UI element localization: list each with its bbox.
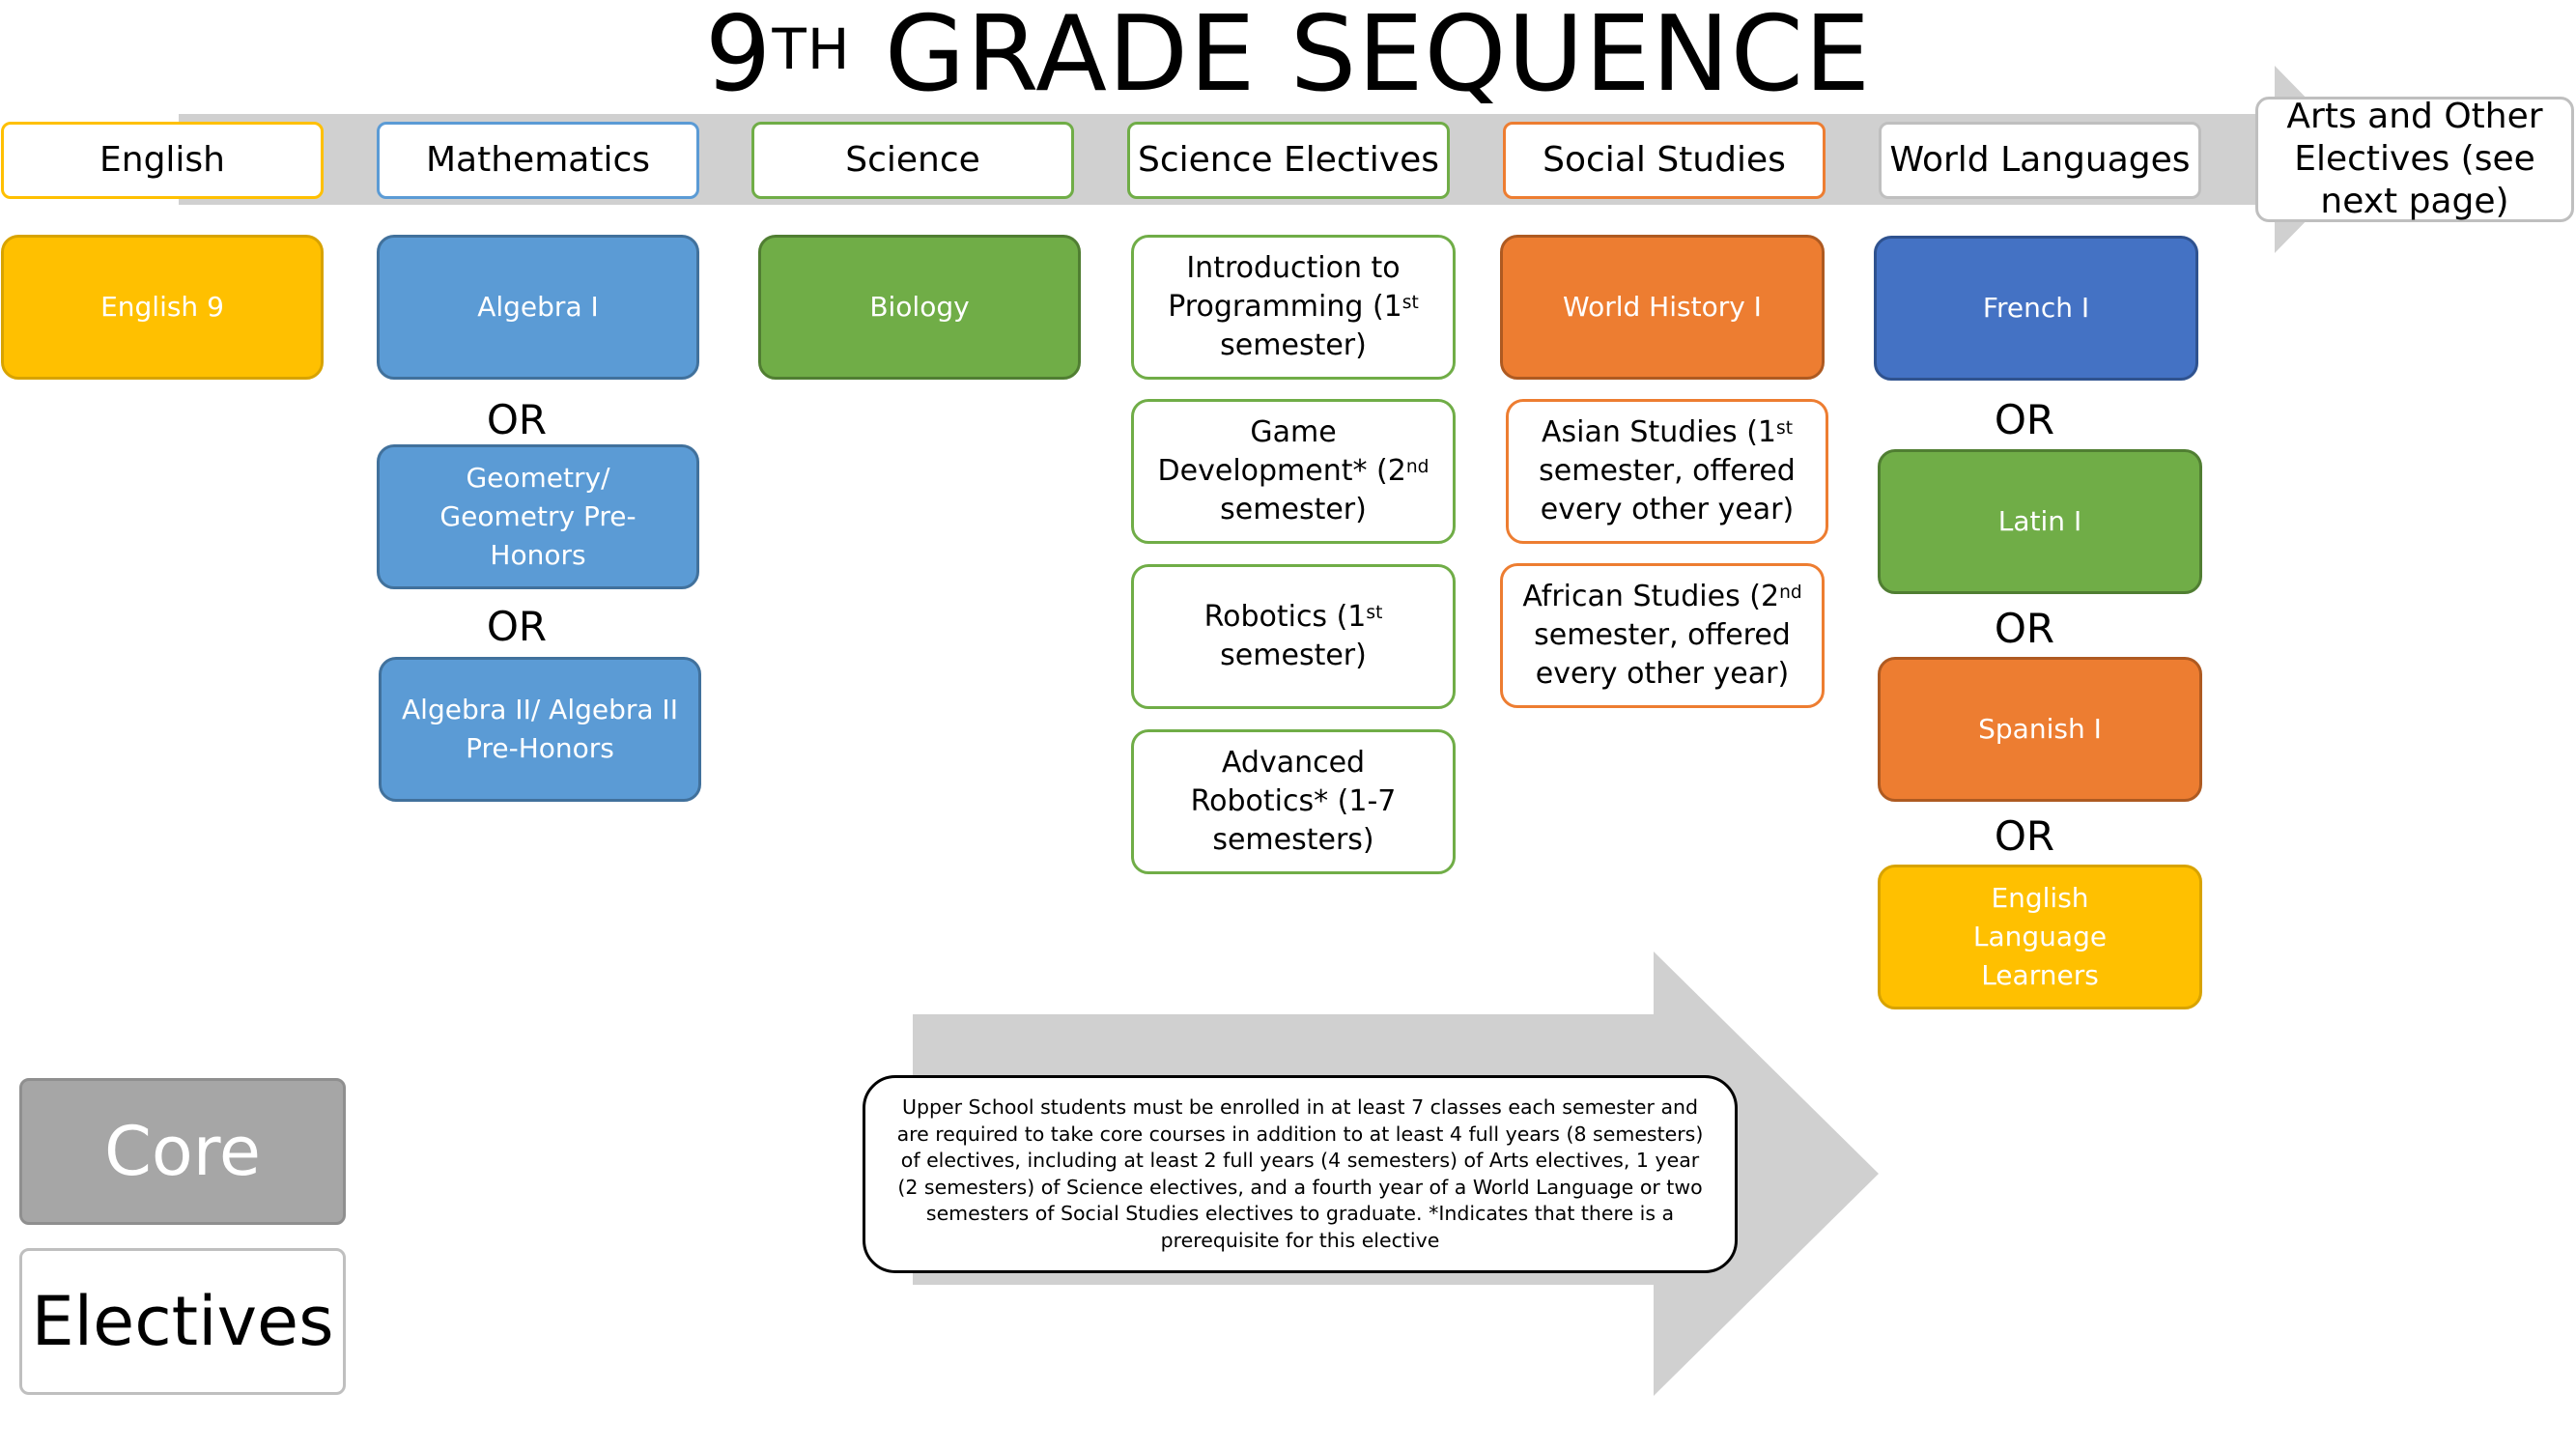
or-label: OR (486, 603, 548, 650)
legend-electives: Electives (19, 1248, 346, 1395)
course-spanish-1: Spanish I (1878, 657, 2202, 802)
legend-core: Core (19, 1078, 346, 1225)
course-algebra-2: Algebra II/ Algebra II Pre-Honors (379, 657, 701, 802)
course-advanced-robotics: Advanced Robotics* (1-7 semesters) (1131, 729, 1456, 874)
or-label: OR (486, 396, 548, 443)
course-latin-1: Latin I (1878, 449, 2202, 594)
header-social-studies: Social Studies (1503, 122, 1826, 199)
course-intro-programming: Introduction to Programming (1st semeste… (1131, 235, 1456, 380)
header-science: Science (751, 122, 1074, 199)
header-science-electives: Science Electives (1127, 122, 1450, 199)
header-english: English (1, 122, 324, 199)
course-english-9: English 9 (1, 235, 324, 380)
header-mathematics: Mathematics (377, 122, 699, 199)
course-algebra-1: Algebra I (377, 235, 699, 380)
course-robotics: Robotics (1st semester) (1131, 564, 1456, 709)
course-biology: Biology (758, 235, 1081, 380)
course-world-history: World History I (1500, 235, 1825, 380)
or-label: OR (1994, 605, 2055, 652)
course-african-studies: African Studies (2nd semester, offered e… (1500, 563, 1825, 708)
course-asian-studies: Asian Studies (1st semester, offered eve… (1506, 399, 1828, 544)
or-label: OR (1994, 812, 2055, 860)
header-arts-other: Arts and Other Electives (see next page) (2255, 97, 2574, 222)
header-world-languages: World Languages (1879, 122, 2201, 199)
graduation-note: Upper School students must be enrolled i… (863, 1075, 1738, 1273)
course-geometry: Geometry/ Geometry Pre-Honors (377, 444, 699, 589)
course-game-development: Game Development* (2nd semester) (1131, 399, 1456, 544)
or-label: OR (1994, 396, 2055, 443)
course-english-language-learners: English Language Learners (1878, 865, 2202, 1009)
page-title: 9TH GRADE SEQUENCE (704, 0, 1872, 115)
course-french-1: French I (1874, 236, 2198, 381)
